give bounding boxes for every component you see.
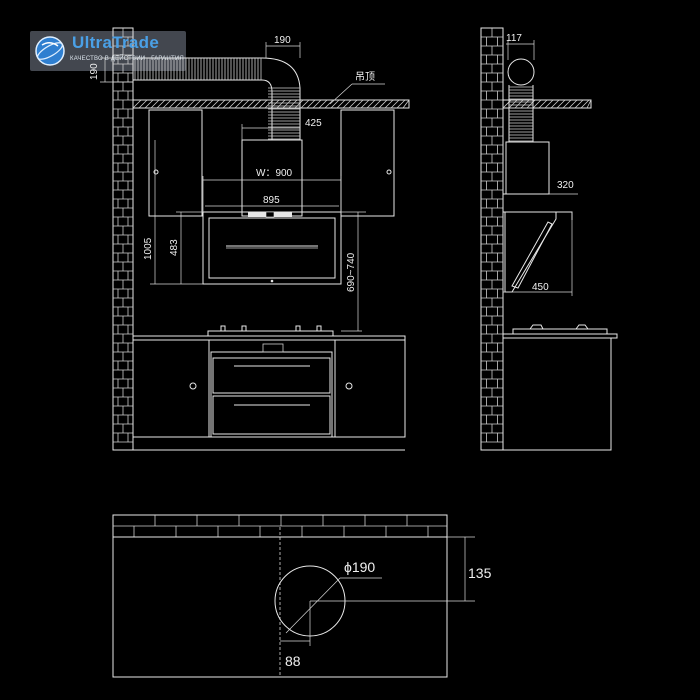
chimney-side <box>505 141 550 195</box>
dimension-lines-front <box>100 42 385 332</box>
logo-name: UltraTrade <box>72 33 160 52</box>
cabinet-knob <box>345 382 353 390</box>
dim-hood-depth: 320 <box>557 180 574 191</box>
duct-horizontal <box>133 57 262 81</box>
dim-hole-diameter: ϕ190 <box>344 559 375 575</box>
dim-hood-height: 483 <box>169 239 180 256</box>
upper-cabinet-left <box>148 109 203 217</box>
dimension-lines-side <box>503 40 578 296</box>
range-hood-front <box>176 211 366 285</box>
range-hood-side <box>503 193 573 293</box>
dim-hole-offset-y: 135 <box>468 565 492 581</box>
dim-duct-width: 190 <box>274 35 291 46</box>
front-view: 190 190 吊顶 425 W：900 895 1005 483 690~74… <box>89 27 410 451</box>
counter-side <box>502 324 618 451</box>
dim-cooktop-distance: 690~740 <box>346 252 357 292</box>
ceiling-hatch <box>132 99 410 109</box>
side-view: 117 320 450 <box>480 27 618 451</box>
duct-vertical <box>268 87 301 140</box>
duct-section <box>507 58 535 86</box>
logo-tagline: КАЧЕСТВО В ДЕЙСТВИИ · ГАРАНТИЯ <box>70 56 184 62</box>
dim-cabinet-width: W：900 <box>256 168 293 179</box>
globe-icon <box>35 36 65 66</box>
base-cabinets <box>132 325 406 451</box>
dim-hood-width: 895 <box>263 195 280 206</box>
cabinet-knob <box>386 169 392 175</box>
brick-wall-front <box>112 27 134 451</box>
dim-duct-top-offset: 190 <box>89 63 100 80</box>
dim-panel-depth: 450 <box>532 282 549 293</box>
plan-view: ϕ190 135 88 <box>112 514 492 678</box>
upper-cabinet-right <box>340 109 395 217</box>
dim-duct-diameter: 117 <box>506 33 522 44</box>
dim-hole-offset-x: 88 <box>285 653 301 669</box>
brick-wall-side <box>480 27 504 451</box>
ceiling-label: 吊顶 <box>355 71 375 83</box>
cabinet-knob <box>153 169 159 175</box>
cabinet-knob <box>189 382 197 390</box>
dim-duct-offset: 425 <box>305 118 322 129</box>
dim-mount-height: 1005 <box>143 237 154 260</box>
duct-vertical-side <box>508 85 534 142</box>
